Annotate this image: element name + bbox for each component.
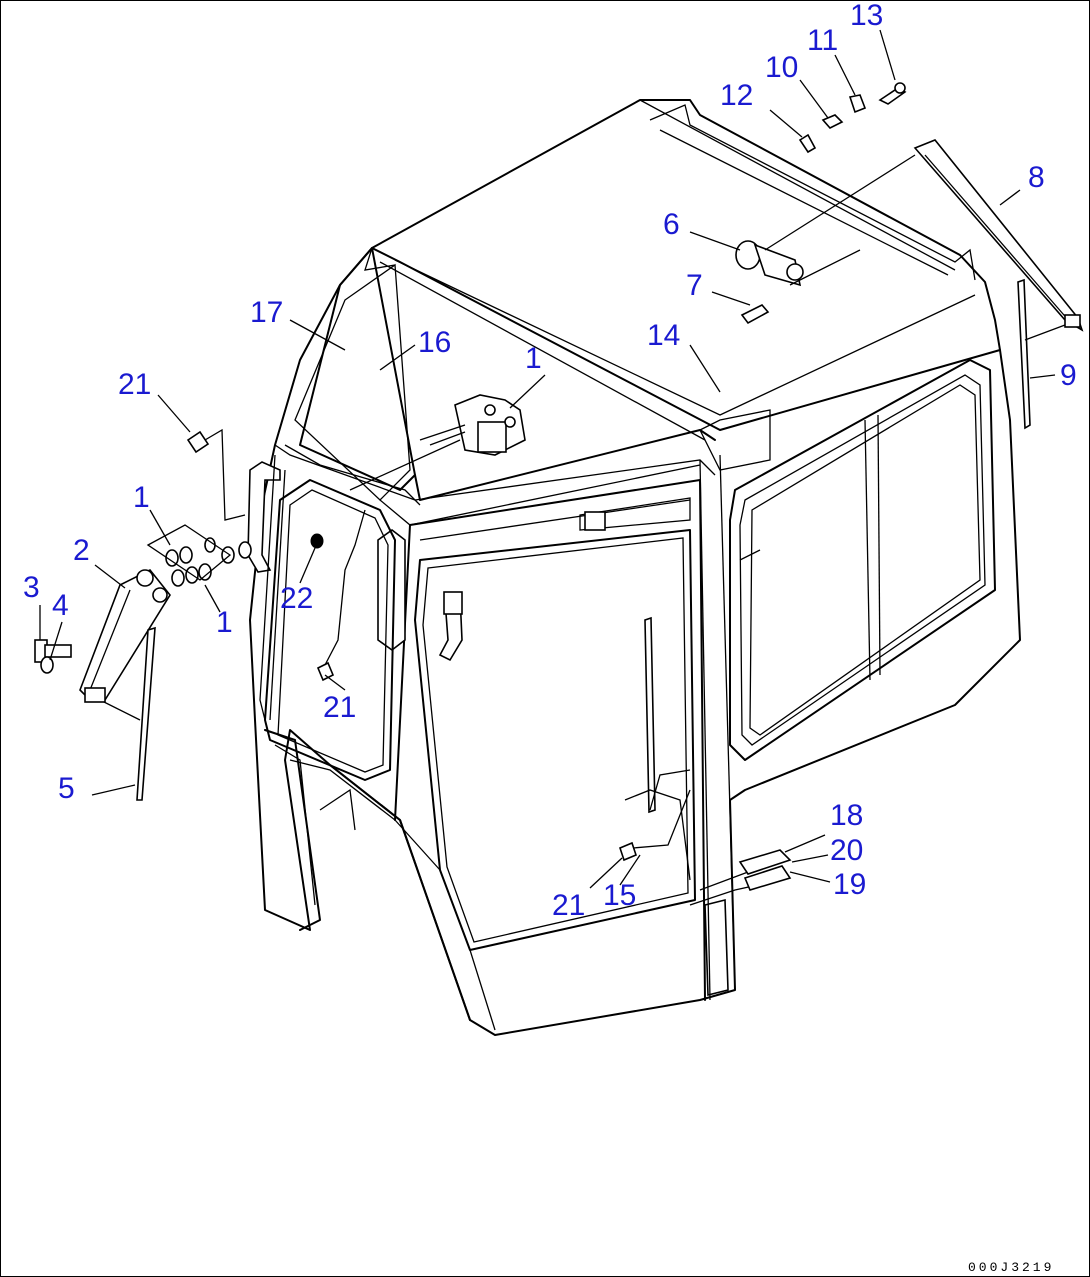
callout-15: 15 xyxy=(603,879,636,912)
callout-22: 22 xyxy=(280,582,313,615)
washer-nozzles xyxy=(186,428,691,862)
callout-12: 12 xyxy=(720,79,753,112)
callout-20: 20 xyxy=(830,834,863,867)
left-wiper xyxy=(34,524,252,801)
callout-4: 4 xyxy=(52,589,69,622)
leader-lines xyxy=(39,29,1056,889)
callout-8: 8 xyxy=(1028,161,1045,194)
rear-fasteners xyxy=(798,82,907,154)
callout-21-left: 21 xyxy=(118,368,151,401)
callout-21-door: 21 xyxy=(552,889,585,922)
callout-17: 17 xyxy=(250,296,283,329)
cab-body xyxy=(247,99,1021,1036)
callout-5: 5 xyxy=(58,772,75,805)
callout-10: 10 xyxy=(765,51,798,84)
front-door-wiper xyxy=(624,616,691,881)
callout-1-top: 1 xyxy=(525,342,542,375)
callout-labels: 1 1 1 2 3 4 5 6 7 8 9 10 11 12 13 14 15 … xyxy=(23,0,1077,922)
grommet xyxy=(310,533,324,549)
callout-21-center: 21 xyxy=(323,691,356,724)
lower-bracket xyxy=(738,849,792,891)
wiper-motor-front xyxy=(349,394,526,491)
document-id: 000J3219 xyxy=(968,1260,1054,1275)
callout-7: 7 xyxy=(686,269,703,302)
callout-19: 19 xyxy=(833,868,866,901)
callout-18: 18 xyxy=(830,799,863,832)
rear-wiper xyxy=(913,139,1084,430)
callout-3: 3 xyxy=(23,571,40,604)
callout-11: 11 xyxy=(807,24,838,57)
wiper-motor-rear xyxy=(735,154,916,325)
callout-13: 13 xyxy=(850,0,883,32)
callout-6: 6 xyxy=(663,208,680,241)
callout-1-left-lower: 1 xyxy=(216,606,233,639)
callout-14: 14 xyxy=(647,319,680,352)
callout-1-left-upper: 1 xyxy=(133,481,150,514)
callout-2: 2 xyxy=(73,534,90,567)
callout-9: 9 xyxy=(1060,359,1077,392)
callout-16: 16 xyxy=(418,326,451,359)
